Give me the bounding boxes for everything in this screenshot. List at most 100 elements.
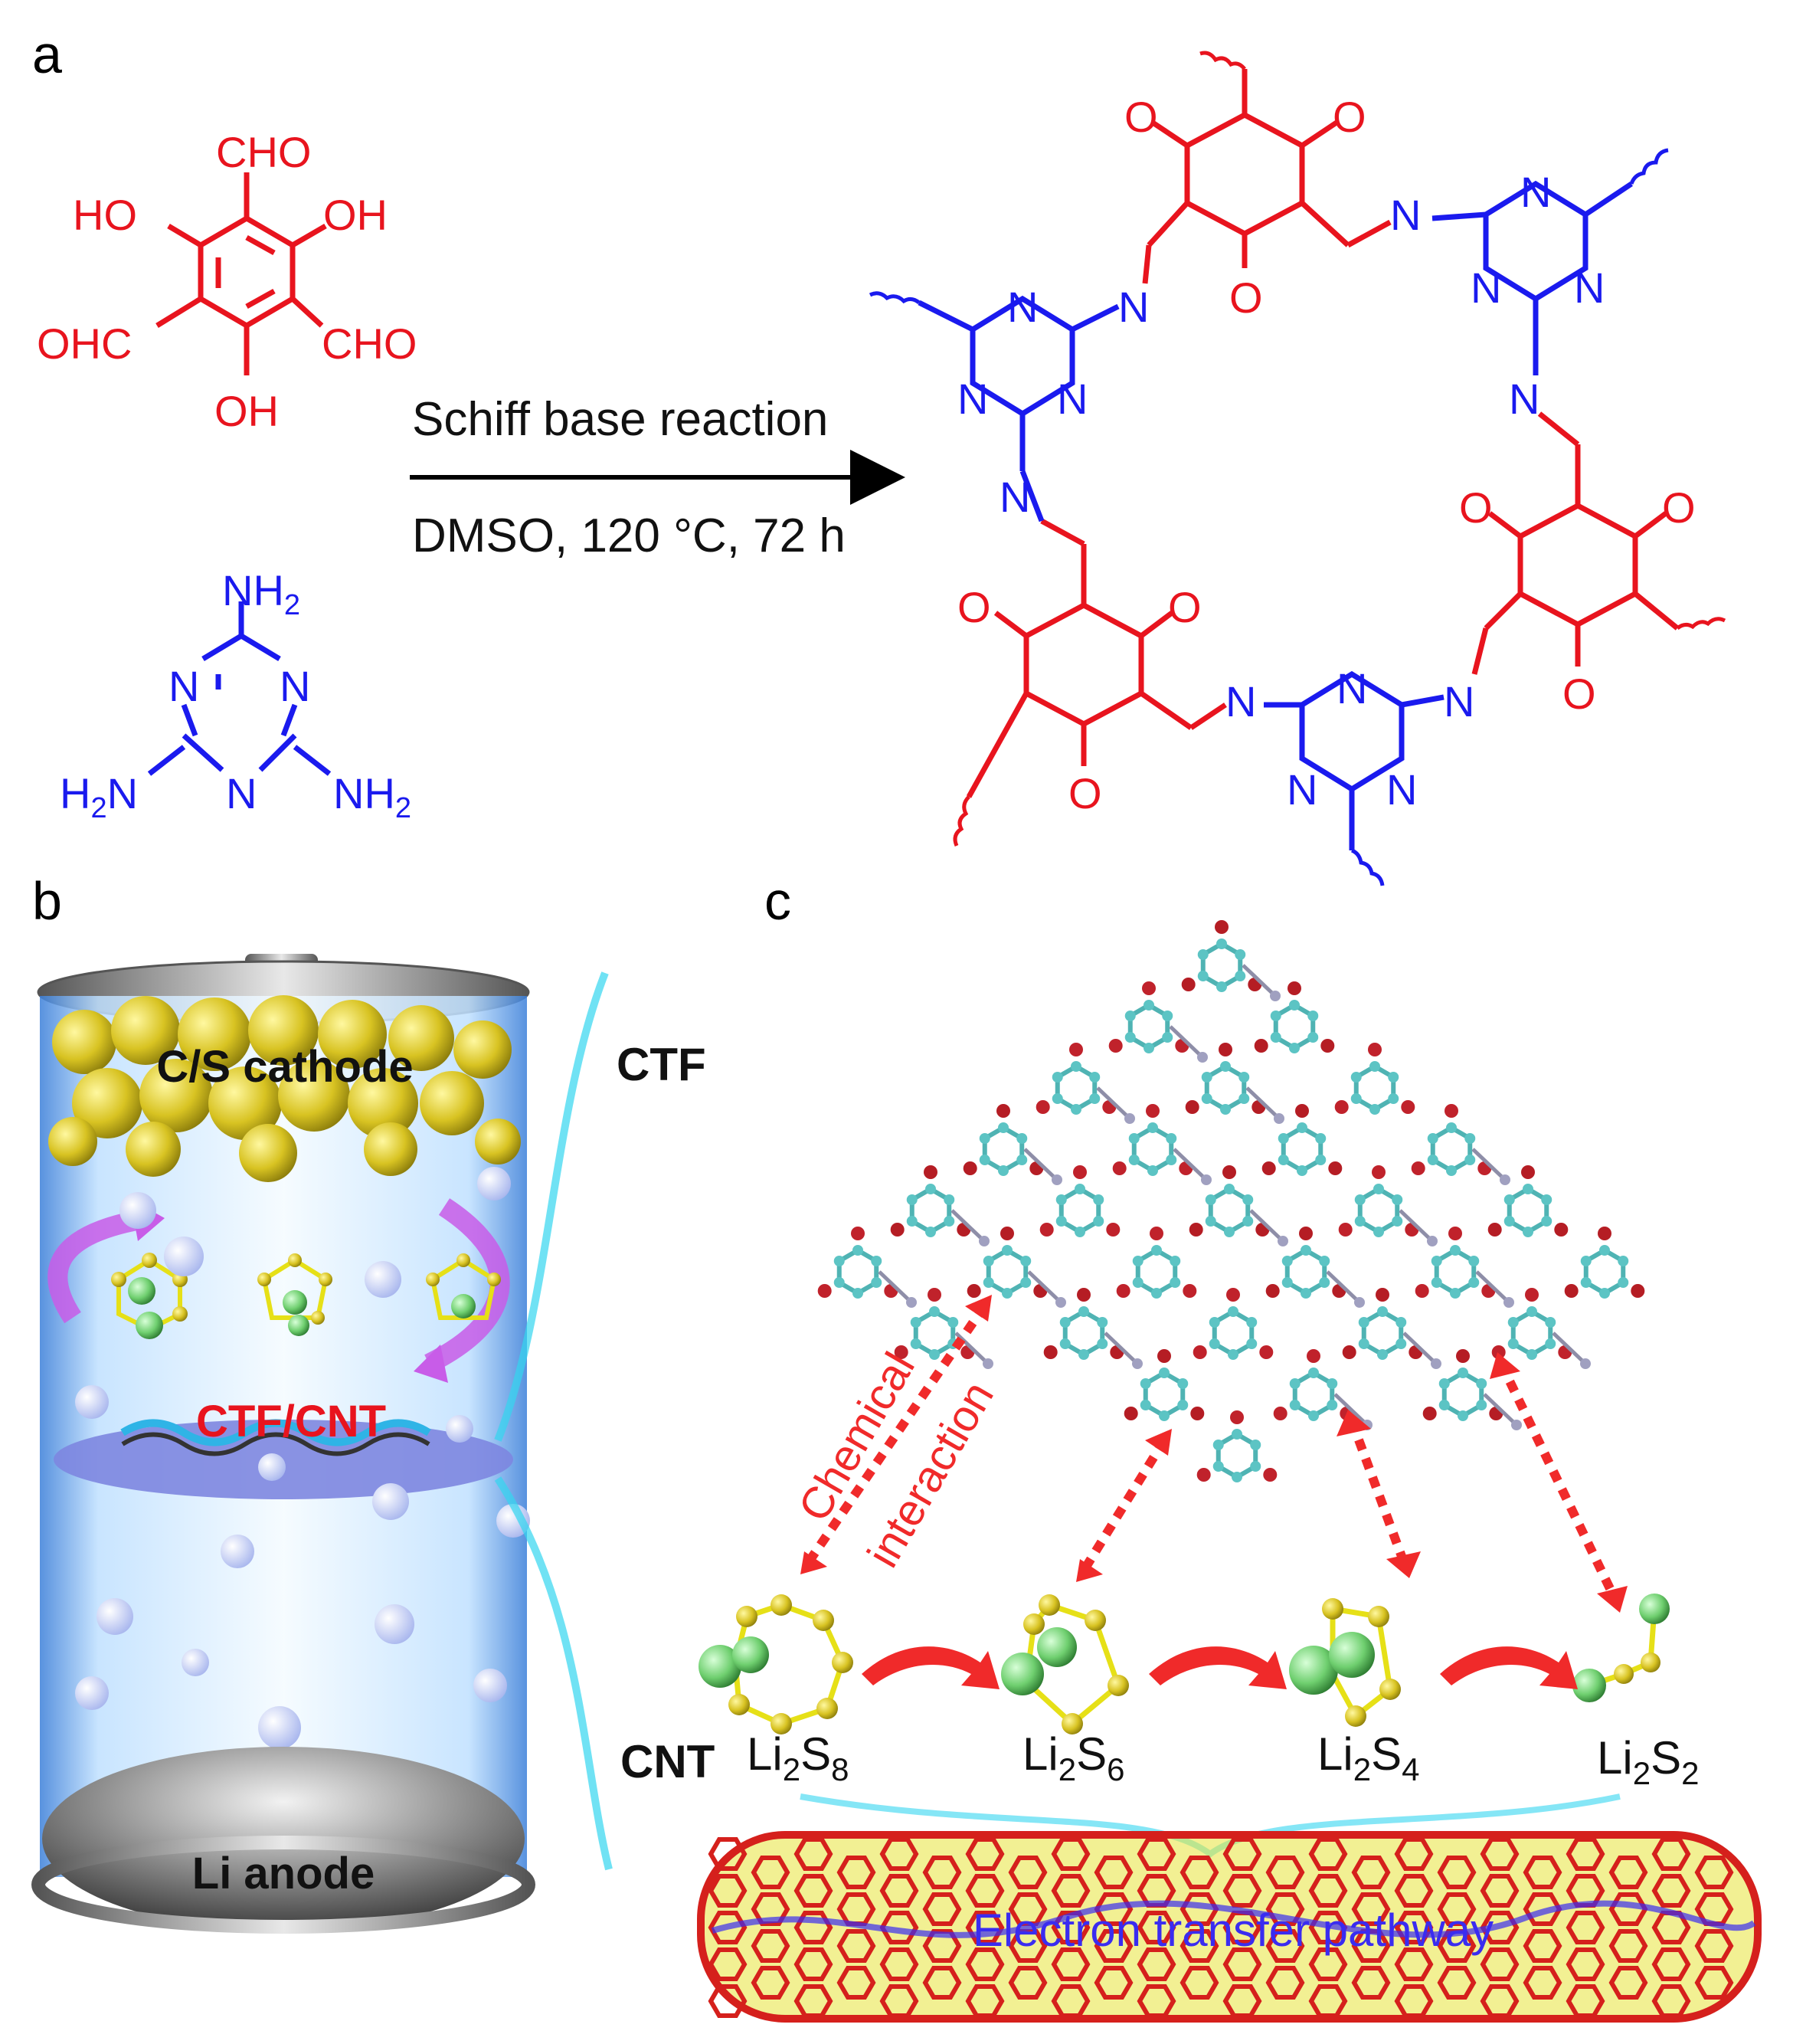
cnt-hexagon (1265, 1965, 1305, 2000)
cnt-hexagon (879, 1836, 919, 1872)
aldehyde-cho-right: CHO (322, 319, 417, 368)
species-label-li2s6: Li2S6 (1022, 1728, 1124, 1787)
cnt-hexagon (965, 1910, 1005, 1945)
ctf-ring (1196, 1410, 1278, 1482)
svg-text:O: O (1662, 483, 1696, 532)
cnt-hexagon (1694, 1965, 1734, 2000)
cnt-hexagon (879, 1947, 919, 1982)
aldehyde-ho-left: HO (73, 191, 137, 239)
cnt-hexagon (1608, 1855, 1648, 1890)
svg-text:N: N (957, 375, 988, 423)
cnt-hexagon (1566, 1947, 1605, 1982)
li2s2-molecule (1572, 1594, 1670, 1702)
cnt-hexagon (1308, 1873, 1348, 1908)
cnt-hexagon (1523, 1855, 1562, 1890)
species-labels: Li2S8 Li2S6 Li2S4 Li2S2 (747, 1728, 1699, 1791)
cnt-hexagon (1222, 1983, 1262, 2019)
polymer-continuation-marks (869, 51, 1726, 886)
cnt-hexagon (1137, 1836, 1176, 1872)
chemical-interaction-arrowheads (800, 1295, 1628, 1613)
cnt-hexagon (1651, 1836, 1691, 1872)
cnt-hexagon (793, 1947, 833, 1982)
ctf-ring (1415, 1227, 1496, 1299)
electron-pathway-lines (711, 1900, 1756, 1938)
cnt-hexagon (1437, 1965, 1477, 2000)
cnt-hexagon (1222, 1947, 1262, 1982)
polysulfide-molecules (111, 1253, 501, 1339)
svg-text:N: N (1471, 264, 1501, 312)
battery-illustration: C/S cathode CTF (31, 954, 535, 1934)
svg-text:O: O (1124, 93, 1158, 141)
ctf-ring (1273, 1349, 1354, 1421)
cnt-hexagon (708, 1947, 748, 1982)
ctf-ring (1254, 981, 1335, 1053)
cnt-hexagon (965, 1947, 1005, 1982)
cnt-hexagon (751, 1892, 790, 1927)
cnt-hexagon (922, 1928, 962, 1964)
cnt-hexagon (1480, 1983, 1520, 2019)
cnt-hexagon (922, 1965, 962, 2000)
ctf-ring (1112, 1104, 1193, 1176)
melamine-n-bottom: N (226, 769, 257, 817)
ctf-ring (1039, 1165, 1121, 1237)
zoom-connector-lower (494, 1476, 613, 1871)
cnt-hexagon (708, 1836, 748, 1872)
cnt-hexagon (1480, 1836, 1520, 1872)
cnt-hexagon (1394, 1836, 1434, 1872)
battery-bottom-cap (31, 1836, 535, 1934)
cnt-hexagon (1351, 1892, 1391, 1927)
panel-label-b: b (32, 871, 62, 931)
cnt-hexagon (965, 1873, 1005, 1908)
reaction-conditions: DMSO, 120 °C, 72 h (412, 509, 846, 562)
cnt-hexagon (1094, 1928, 1134, 1964)
svg-text:N: N (1509, 375, 1539, 423)
cnt-hexagon (1651, 1983, 1691, 2019)
cnt-hexagon (1394, 1873, 1434, 1908)
ctf-ring (1036, 1043, 1117, 1115)
aldehyde-ohc-left: OHC (37, 319, 132, 368)
ctf-ring (1116, 1227, 1197, 1299)
svg-text:O: O (1229, 274, 1263, 322)
cnt-hexagon (708, 1910, 748, 1945)
cnt-hexagon (965, 1836, 1005, 1872)
svg-text:N: N (1057, 375, 1088, 423)
triformylphloroglucinol-structure (155, 172, 327, 375)
cnt-hexagon (836, 1965, 876, 2000)
cnt-hexagon (1137, 1910, 1176, 1945)
svg-text:O: O (1068, 769, 1102, 817)
svg-text:N: N (1390, 191, 1421, 239)
svg-text:O: O (1459, 483, 1493, 532)
melamine-structure (147, 601, 332, 776)
carbon-nanotube (697, 1831, 1762, 2023)
ctf-ring (1043, 1288, 1124, 1360)
anode-label: Li anode (192, 1849, 375, 1898)
cnt-hexagon (1051, 1947, 1091, 1982)
cnt-hexagon (1651, 1947, 1691, 1982)
interlayer-label: CTF/CNT (196, 1397, 386, 1446)
cnt-hexagon (1051, 1983, 1091, 2019)
svg-text:N: N (1386, 765, 1417, 814)
cnt-hexagon (1523, 1928, 1562, 1964)
chemical-interaction-arrows (804, 1303, 1621, 1603)
ctf-ring (1193, 1288, 1274, 1360)
li2s8-molecule (699, 1594, 853, 1734)
cathode-label: C/S cathode (156, 1042, 413, 1092)
cnt-hexagon (1308, 1947, 1348, 1982)
cnt-hexagon (751, 1928, 790, 1964)
cnt-hexagon (879, 1983, 919, 2019)
ctf-ring (817, 1227, 898, 1299)
cnt-hexagon (1180, 1928, 1219, 1964)
ctf-ring (1564, 1227, 1645, 1299)
cnt-hexagon (1308, 1836, 1348, 1872)
cnt-hexagon (1566, 1910, 1605, 1945)
ctf-label: CTF (617, 1039, 706, 1090)
cnt-hexagon (965, 1983, 1005, 2019)
cnt-hexagon (1608, 1965, 1648, 2000)
conversion-arrows (862, 1646, 1578, 1689)
svg-text:N: N (1007, 283, 1038, 331)
cnt-hexagon (1351, 1855, 1391, 1890)
cnt-hexagon (1394, 1983, 1434, 2019)
ctf-ring (967, 1227, 1048, 1299)
cnt-hexagon (836, 1855, 876, 1890)
product-atom-labels: O O O O O O O O O N N N N N N N N N N N … (957, 93, 1696, 817)
